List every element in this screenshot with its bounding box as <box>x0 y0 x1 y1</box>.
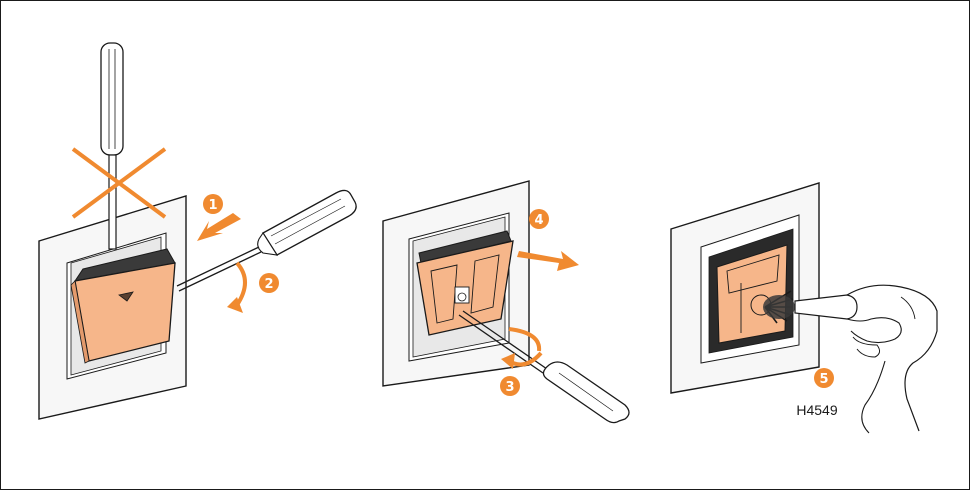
step-5-label: 5 <box>819 372 828 387</box>
wrong-method-x-icon <box>73 149 165 217</box>
hand-icon <box>847 285 937 433</box>
step-5-badge: 5 <box>814 368 834 388</box>
step-2-curved-arrow-icon <box>227 263 245 313</box>
step-3-badge: 3 <box>500 376 520 396</box>
panel-1-remove-cover: 1 2 <box>39 43 356 419</box>
step-3-label: 3 <box>505 380 514 395</box>
figure-code-label: H4549 <box>796 402 837 418</box>
step-2-label: 2 <box>264 277 273 292</box>
step-1-label: 1 <box>208 198 217 213</box>
step-4-badge: 4 <box>529 209 549 229</box>
step-1-badge: 1 <box>203 194 223 214</box>
panel-3-clean-contacts: 5 H4549 <box>671 183 937 433</box>
step-1-arrow-icon <box>197 213 241 241</box>
step-4-label: 4 <box>534 213 543 228</box>
step-2-badge: 2 <box>259 273 279 293</box>
panel-2-remove-module: 3 4 <box>383 181 629 423</box>
